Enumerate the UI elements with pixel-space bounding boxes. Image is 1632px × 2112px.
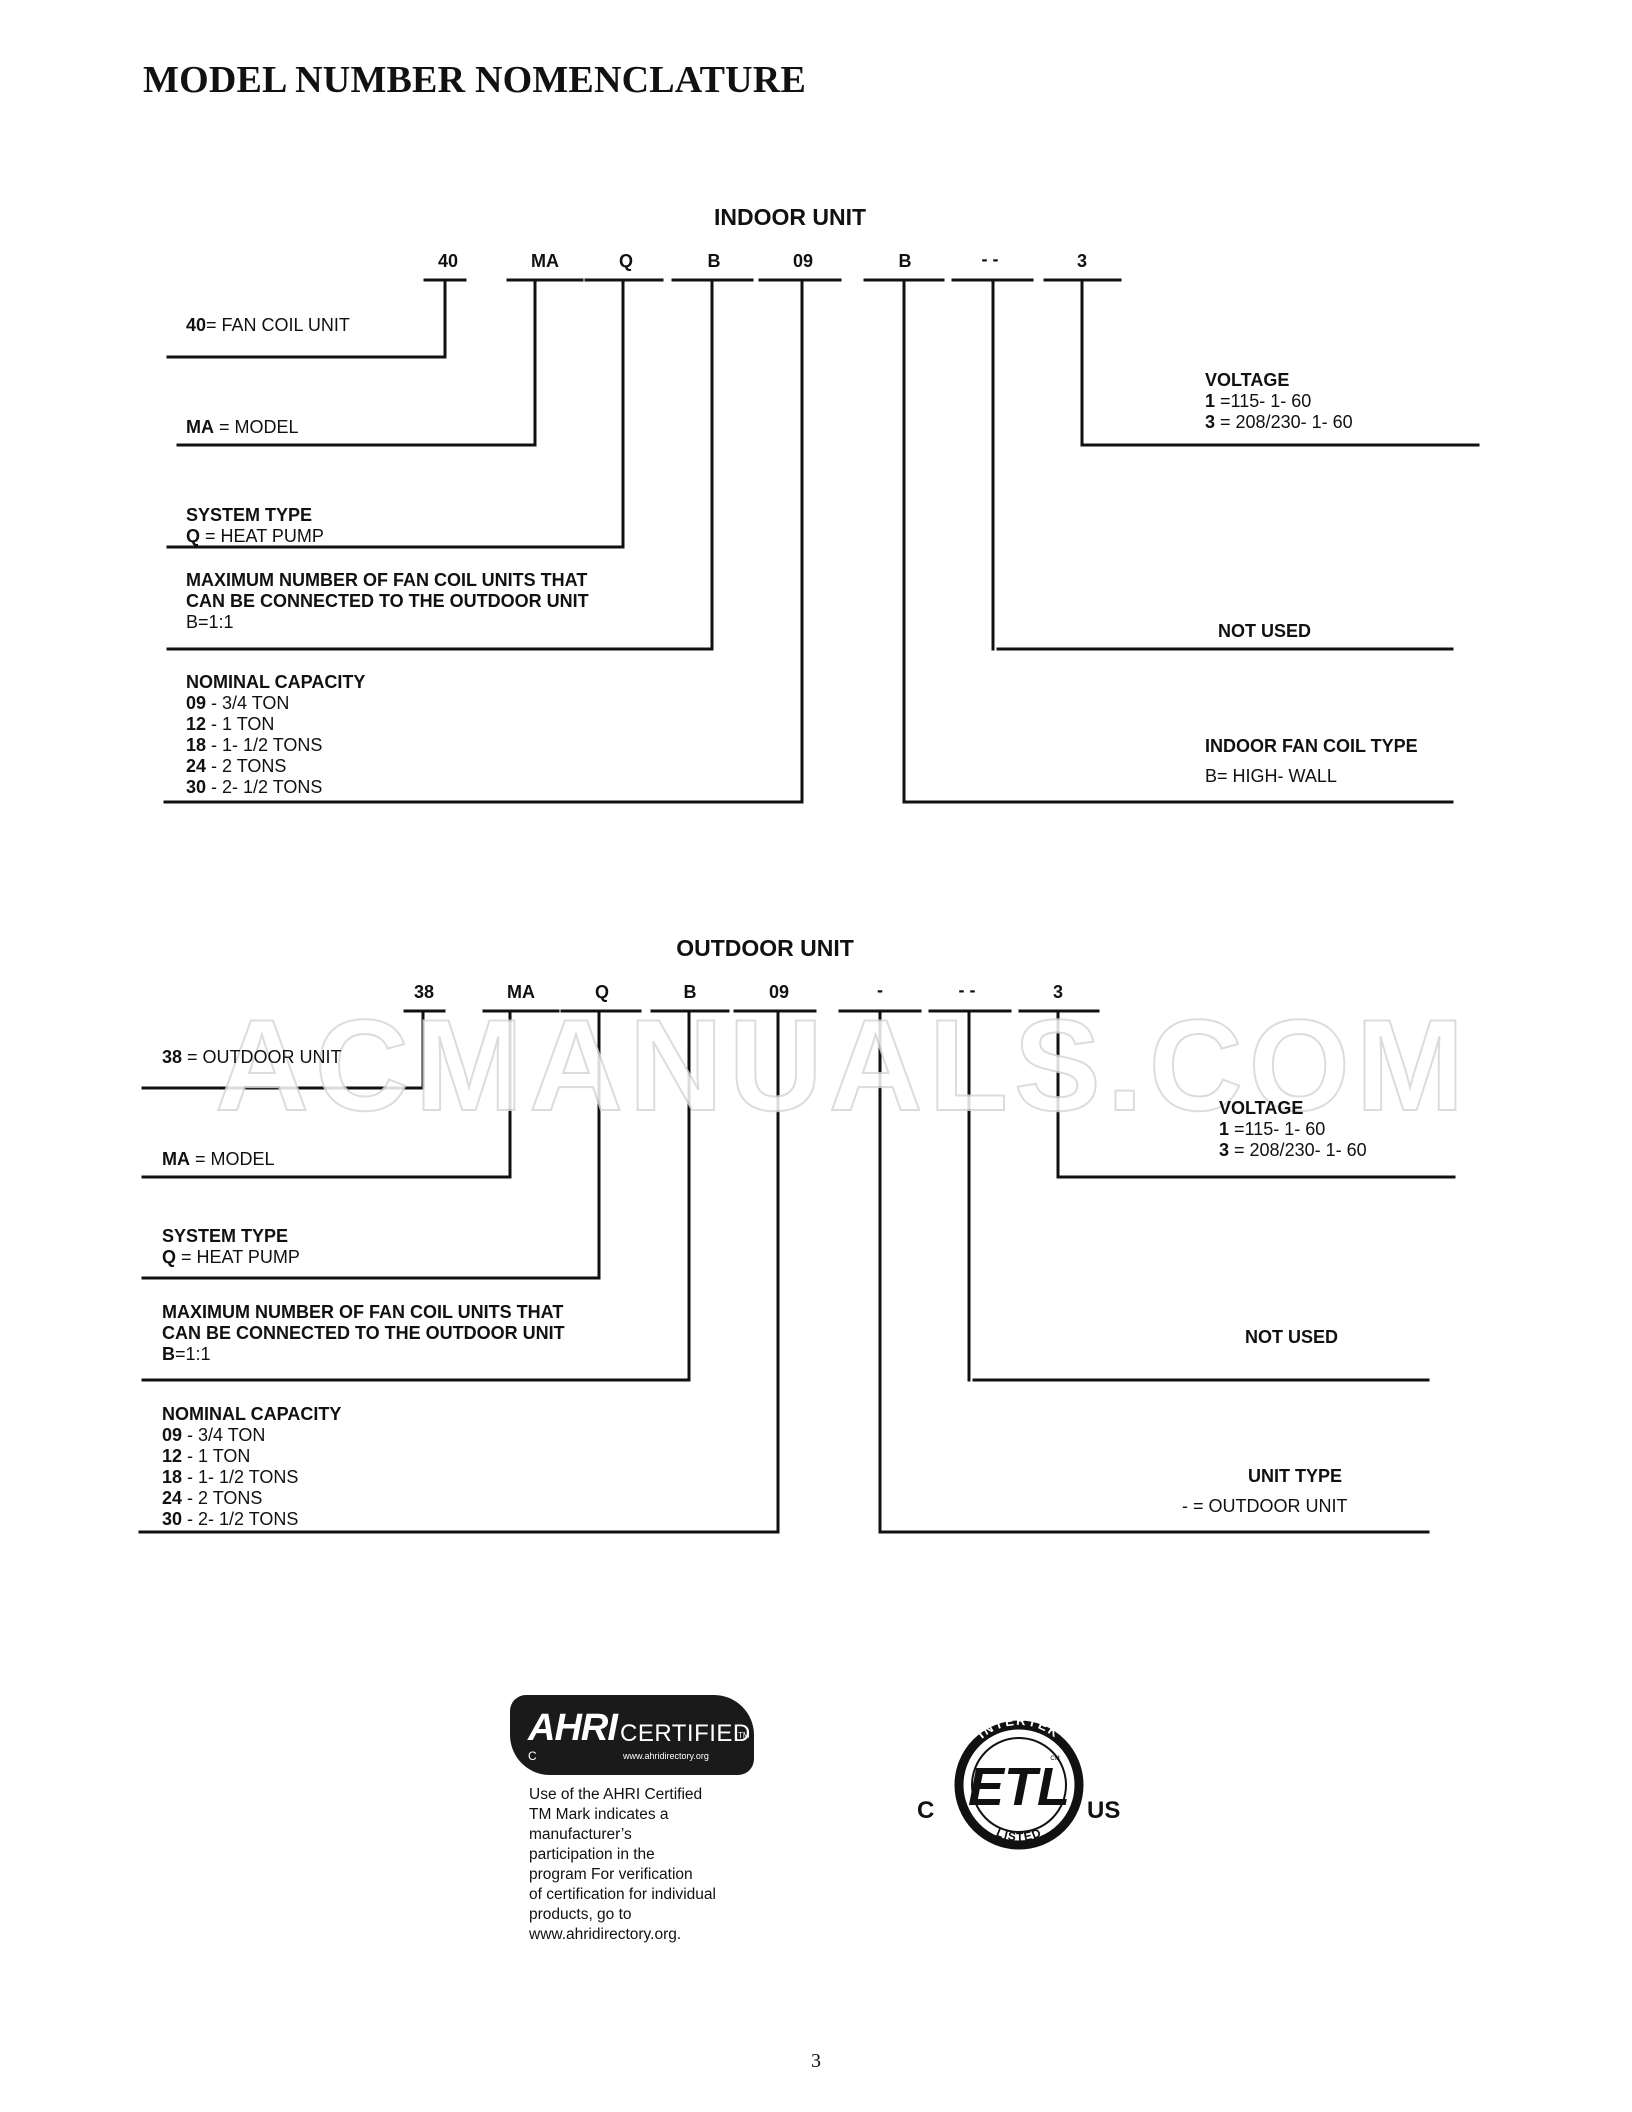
outdoor-not-used-label: NOT USED (1245, 1327, 1339, 1347)
outdoor-system-type-label: SYSTEM TYPE Q = HEAT PUMP (162, 1226, 300, 1267)
outdoor-code-q: Q (594, 982, 610, 1002)
outdoor-code-3: 3 (1052, 982, 1064, 1002)
outdoor-code-dash: - (877, 980, 883, 1000)
outdoor-code-ma: MA (507, 982, 535, 1002)
outdoor-unit-label: 38 = OUTDOOR UNIT (162, 1047, 342, 1067)
outdoor-code-38: 38 (413, 982, 435, 1002)
indoor-code-09: 09 (792, 251, 814, 271)
indoor-code-b: B (707, 251, 721, 271)
indoor-code-3: 3 (1076, 251, 1088, 271)
indoor-system-type-label: SYSTEM TYPE Q = HEAT PUMP (186, 505, 324, 546)
etl-us-text: US (1087, 1797, 1120, 1824)
indoor-code-b2: B (898, 251, 912, 271)
outdoor-unit-title: OUTDOOR UNIT (676, 935, 854, 961)
outdoor-code-b: B (683, 982, 697, 1002)
outdoor-capacity-label: NOMINAL CAPACITY 09 - 3/4 TON 12 - 1 TON… (162, 1404, 342, 1529)
etl-mark-text: ETL (968, 1757, 1070, 1817)
outdoor-voltage-label: VOLTAGE 1 =115- 1- 60 3 = 208/230- 1- 60 (1219, 1098, 1367, 1160)
page-number: 3 (811, 2050, 821, 2072)
outdoor-code-09: 09 (768, 982, 790, 1002)
indoor-max-units-label: MAXIMUM NUMBER OF FAN COIL UNITS THAT CA… (186, 570, 589, 632)
indoor-not-used-label: NOT USED (1218, 621, 1312, 641)
ahri-certification-note: Use of the AHRI Certified TM Mark indica… (529, 1786, 716, 1943)
outdoor-model-label: MA = MODEL (162, 1149, 275, 1169)
indoor-fan-coil-type-label: INDOOR FAN COIL TYPE B= HIGH- WALL (1205, 736, 1418, 786)
svg-text:LISTED: LISTED (994, 1825, 1043, 1844)
ahri-certified-logo: AHRI C CERTIFIED TM www.ahridirectory.or… (510, 1695, 754, 1775)
indoor-code-dashes: - - (981, 249, 999, 269)
indoor-unit-title: INDOOR UNIT (713, 204, 867, 230)
outdoor-max-units-label: MAXIMUM NUMBER OF FAN COIL UNITS THAT CA… (162, 1302, 565, 1364)
etl-c-text: C (917, 1797, 934, 1824)
indoor-capacity-label: NOMINAL CAPACITY 09 - 3/4 TON 12 - 1 TON… (186, 672, 366, 797)
page-title: MODEL NUMBER NOMENCLATURE (143, 59, 806, 101)
indoor-fan-coil-label: 40= FAN COIL UNIT (186, 315, 350, 335)
indoor-code-q: Q (618, 251, 634, 271)
outdoor-code-dashes: - - (958, 980, 976, 1000)
outdoor-unit-type-label: UNIT TYPE - = OUTDOOR UNIT (1182, 1466, 1348, 1516)
watermark: ACMANUALS.COM (214, 991, 1471, 1139)
etl-cm-text: CM (1050, 1756, 1059, 1762)
indoor-code-ma: MA (531, 251, 559, 271)
indoor-voltage-label: VOLTAGE 1 =115- 1- 60 3 = 208/230- 1- 60 (1205, 370, 1353, 432)
indoor-code-40: 40 (437, 251, 459, 271)
etl-listed-mark: INTERTEK LISTED ETL CM C US (917, 1713, 1120, 1850)
etl-bottom-text: LISTED (994, 1825, 1042, 1844)
indoor-model-label: MA = MODEL (186, 417, 299, 437)
